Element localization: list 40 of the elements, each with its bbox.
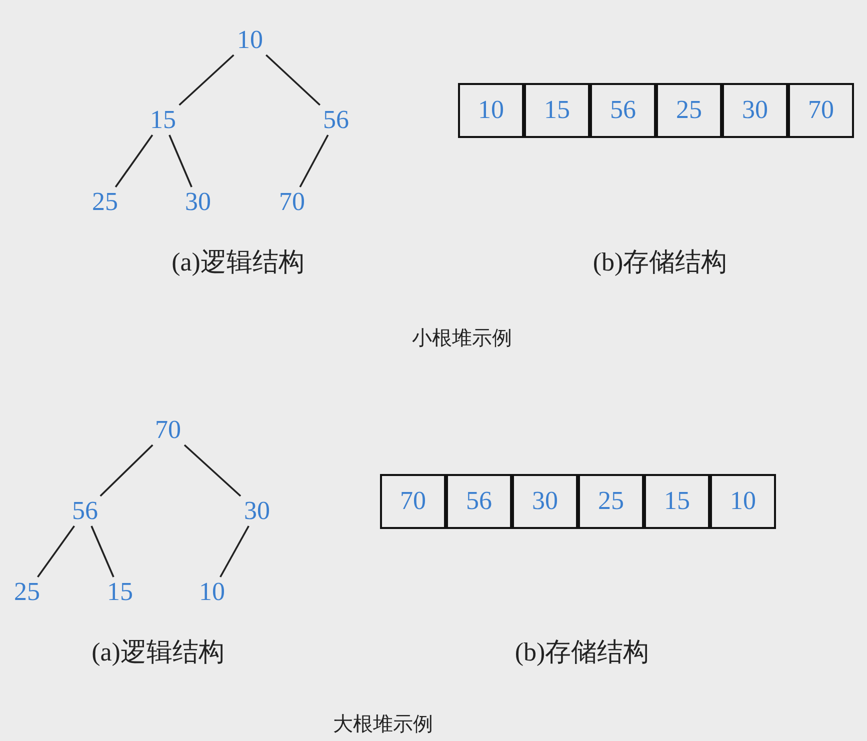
subfigure-caption: (a)逻辑结构 [172, 246, 304, 278]
array-cell: 30 [512, 474, 578, 528]
array-cell: 15 [644, 474, 710, 528]
array-cell: 70 [380, 474, 446, 528]
tree-node-value: 30 [237, 496, 277, 526]
tree-node-value: 70 [148, 415, 188, 445]
tree-edge [220, 526, 250, 578]
tree-node-value: 70 [272, 187, 312, 217]
tree-edge [178, 54, 234, 106]
array-cell: 56 [446, 474, 512, 528]
tree-edge [184, 444, 242, 497]
tree-node-value: 56 [65, 496, 105, 526]
array-cell: 10 [710, 474, 776, 528]
tree-edge [37, 525, 75, 578]
subfigure-caption: (a)逻辑结构 [92, 636, 224, 668]
array-cell: 15 [524, 82, 590, 138]
array-cell: 10 [458, 82, 524, 138]
subfigure-caption: (b)存储结构 [514, 636, 650, 668]
figure-caption: 小根堆示例 [412, 326, 512, 352]
array-cell: 70 [788, 82, 854, 138]
tree-node-value: 15 [100, 577, 140, 607]
tree-node-value: 30 [178, 187, 218, 217]
tree-edge [299, 134, 329, 188]
tree-node-value: 56 [316, 105, 356, 135]
tree-edge [114, 134, 154, 188]
array-cell: 25 [656, 82, 722, 138]
tree-edge [100, 444, 154, 497]
tree-node-value: 15 [143, 105, 183, 135]
tree-node-value: 25 [7, 577, 47, 607]
tree-edge [168, 134, 192, 188]
subfigure-caption: (b)存储结构 [592, 246, 728, 278]
figure-caption: 大根堆示例 [333, 712, 433, 738]
tree-node-value: 25 [85, 187, 125, 217]
array-cell: 30 [722, 82, 788, 138]
array-cell: 56 [590, 82, 656, 138]
array-cell: 25 [578, 474, 644, 528]
tree-edge [266, 54, 320, 106]
tree-node-value: 10 [192, 577, 232, 607]
tree-node-value: 10 [230, 25, 270, 55]
tree-edge [90, 526, 114, 578]
